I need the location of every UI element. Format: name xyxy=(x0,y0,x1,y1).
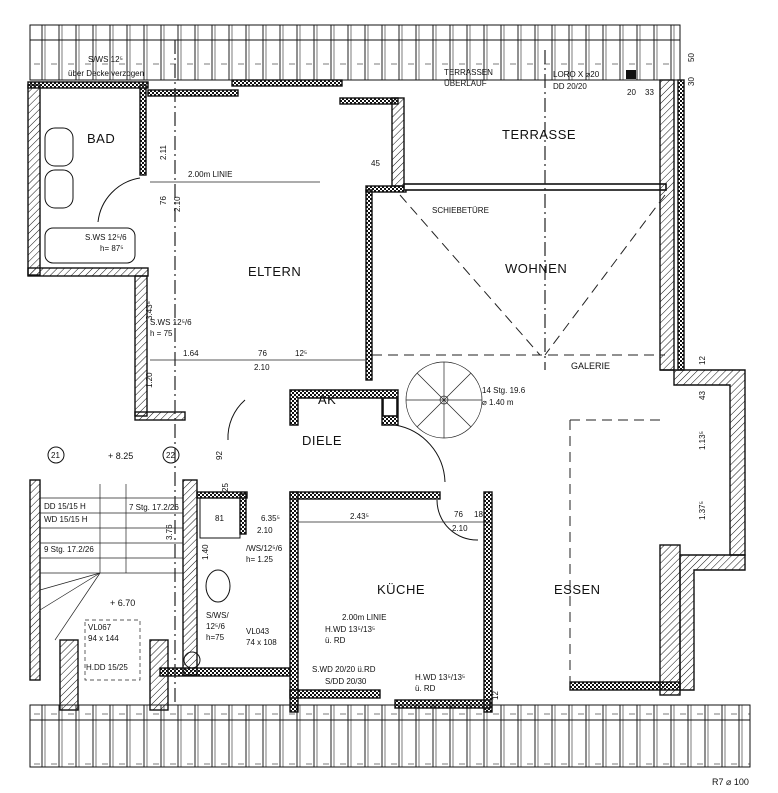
note: h = 75 xyxy=(150,329,173,338)
note: 7 Stg. 17.2/26 xyxy=(129,503,179,512)
note: 12⁵/6 xyxy=(206,622,225,631)
room-label-wohnen: WOHNEN xyxy=(505,261,567,276)
note: H.WD 13⁵/13⁵ xyxy=(325,625,375,634)
room-label-bad: BAD xyxy=(87,131,115,146)
dimension: 2.10 xyxy=(452,524,468,533)
axis-marker-21 xyxy=(47,446,65,464)
level-mark: + 8.25 xyxy=(108,451,133,461)
note: 2.00m LINIE xyxy=(342,613,386,622)
note: VL043 xyxy=(246,627,270,636)
dimension: 3.76 xyxy=(165,524,174,540)
note: 9 Stg. 17.2/26 xyxy=(44,545,94,554)
axis-label: 22 xyxy=(166,451,175,460)
dimension: 2.43⁵ xyxy=(350,512,369,521)
dimension: 12⁵ xyxy=(295,349,307,358)
dimension: 2.10 xyxy=(254,363,270,372)
annotations: S/WS 12⁵ über Decke verzogen TERRASSEN Ü… xyxy=(44,55,749,787)
note: TERRASSEN xyxy=(444,68,493,77)
dimension: 12 xyxy=(491,691,500,700)
dimension: 43 xyxy=(698,391,707,400)
note: LORO X ⌀20 xyxy=(553,70,600,79)
dimension: 92 xyxy=(215,451,224,460)
dimension: 76 xyxy=(454,510,463,519)
room-label-diele: DIELE xyxy=(302,433,342,448)
staircase xyxy=(39,484,183,681)
note: h=75 xyxy=(206,633,225,642)
dimension: 18 xyxy=(474,510,483,519)
dimension: 1.64 xyxy=(183,349,199,358)
room-labels: BAD ELTERN TERRASSE WOHNEN AK DIELE KÜCH… xyxy=(87,127,610,597)
dimension: 2.11 xyxy=(159,144,168,160)
dimension: 2.10 xyxy=(257,526,273,535)
note: ü. RD xyxy=(325,636,346,645)
dimension: 1.40 xyxy=(201,544,210,560)
note: VL067 xyxy=(88,623,112,632)
dimension: 50 xyxy=(687,53,696,62)
note: H.WD 13⁵/13⁵ xyxy=(415,673,465,682)
dimension: 20 xyxy=(627,88,636,97)
dimension: 76 xyxy=(258,349,267,358)
dimension: 45 xyxy=(371,159,380,168)
axis-label: 21 xyxy=(51,451,60,460)
room-label-essen: ESSEN xyxy=(554,582,601,597)
doors xyxy=(97,177,479,541)
level-mark: + 6.70 xyxy=(110,598,135,608)
note: h= 87⁵ xyxy=(100,244,124,253)
note: S/WS 12⁵ xyxy=(88,55,123,64)
dimensions: 2.11 76 2.10 45 3.43⁵ 1.20 1.64 76 2.10 … xyxy=(145,53,707,700)
dimension: 81 xyxy=(215,514,224,523)
room-label-galerie: GALERIE xyxy=(571,361,610,371)
note: ü. RD xyxy=(415,684,436,693)
dimension: 1.13⁵ xyxy=(698,431,707,450)
dimension: 1.20 xyxy=(145,372,154,388)
bathroom-fixtures xyxy=(44,127,241,669)
dimension: 6.35⁵ xyxy=(261,514,280,523)
dimension: 2.10 xyxy=(173,196,182,212)
dimension: 1.37⁵ xyxy=(698,501,707,520)
drain-marker xyxy=(626,70,636,79)
note: WD 15/15 H xyxy=(44,515,88,524)
dimension: 76 xyxy=(159,196,168,205)
walls xyxy=(27,79,746,713)
note: DD 15/15 H xyxy=(44,502,86,511)
dimension: 12 xyxy=(698,356,707,365)
note: 74 x 108 xyxy=(246,638,277,647)
note: S.WS 12⁵/6 xyxy=(150,318,192,327)
room-label-kueche: KÜCHE xyxy=(377,582,425,597)
note: über Decke verzogen xyxy=(68,69,144,78)
note: DD 20/20 xyxy=(553,82,587,91)
axis-marker-22 xyxy=(162,446,180,464)
note: S.WD 20/20 ü.RD xyxy=(312,665,376,674)
dimension: 30 xyxy=(687,77,696,86)
roof-band-bottom xyxy=(29,704,751,768)
roof-band-top xyxy=(29,24,681,81)
note: ⌀ 1.40 m xyxy=(482,398,514,407)
spiral-staircase xyxy=(405,361,483,439)
note: H.DD 15/25 xyxy=(86,663,128,672)
note: 14 Stg. 19.6 xyxy=(482,386,526,395)
note: h= 1.25 xyxy=(246,555,273,564)
room-label-terrasse: TERRASSE xyxy=(502,127,576,142)
room-label-eltern: ELTERN xyxy=(248,264,301,279)
note: S.WS 12⁵/6 xyxy=(85,233,127,242)
note: S/DD 20/30 xyxy=(325,677,367,686)
note: 2.00m LINIE xyxy=(188,170,232,179)
note: /WS/12⁵/6 xyxy=(246,544,283,553)
scale-note: R7 ⌀ 100 xyxy=(712,777,749,787)
dimension: 25 xyxy=(221,483,230,492)
note: SCHIEBETÜRE xyxy=(432,206,489,215)
room-label-ak: AK xyxy=(318,392,336,407)
note: 94 x 144 xyxy=(88,634,119,643)
reference-lines xyxy=(150,40,666,705)
dimension: 3.43⁵ xyxy=(145,301,154,320)
note: ÜBERLAUF xyxy=(444,79,487,88)
dimension: 33 xyxy=(645,88,654,97)
note: S/WS/ xyxy=(206,611,229,620)
